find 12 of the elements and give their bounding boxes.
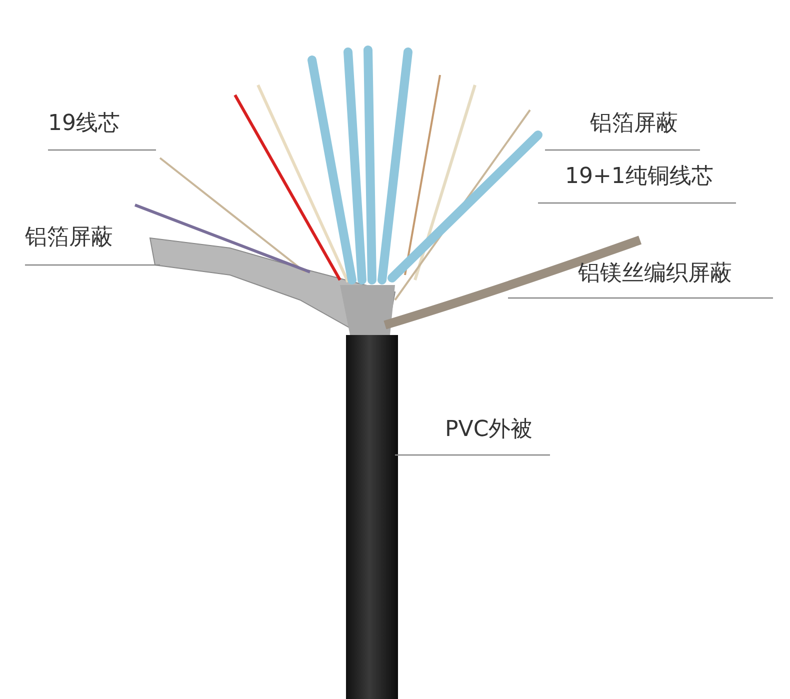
leader-line [545,149,700,151]
leader-line [395,454,550,456]
callout-label: 铝箔屏蔽 [590,110,678,138]
callout-label: 19线芯 [48,110,120,138]
callout-label: 铝箔屏蔽 [25,224,113,252]
leader-line [538,202,736,204]
leader-line [508,297,773,299]
callout-label: 铝镁丝编织屏蔽 [578,260,732,288]
leader-line [48,149,156,151]
callout-label: 19+1纯铜线芯 [565,163,714,191]
callout-label: PVC外被 [445,416,533,444]
leader-line [25,264,160,266]
